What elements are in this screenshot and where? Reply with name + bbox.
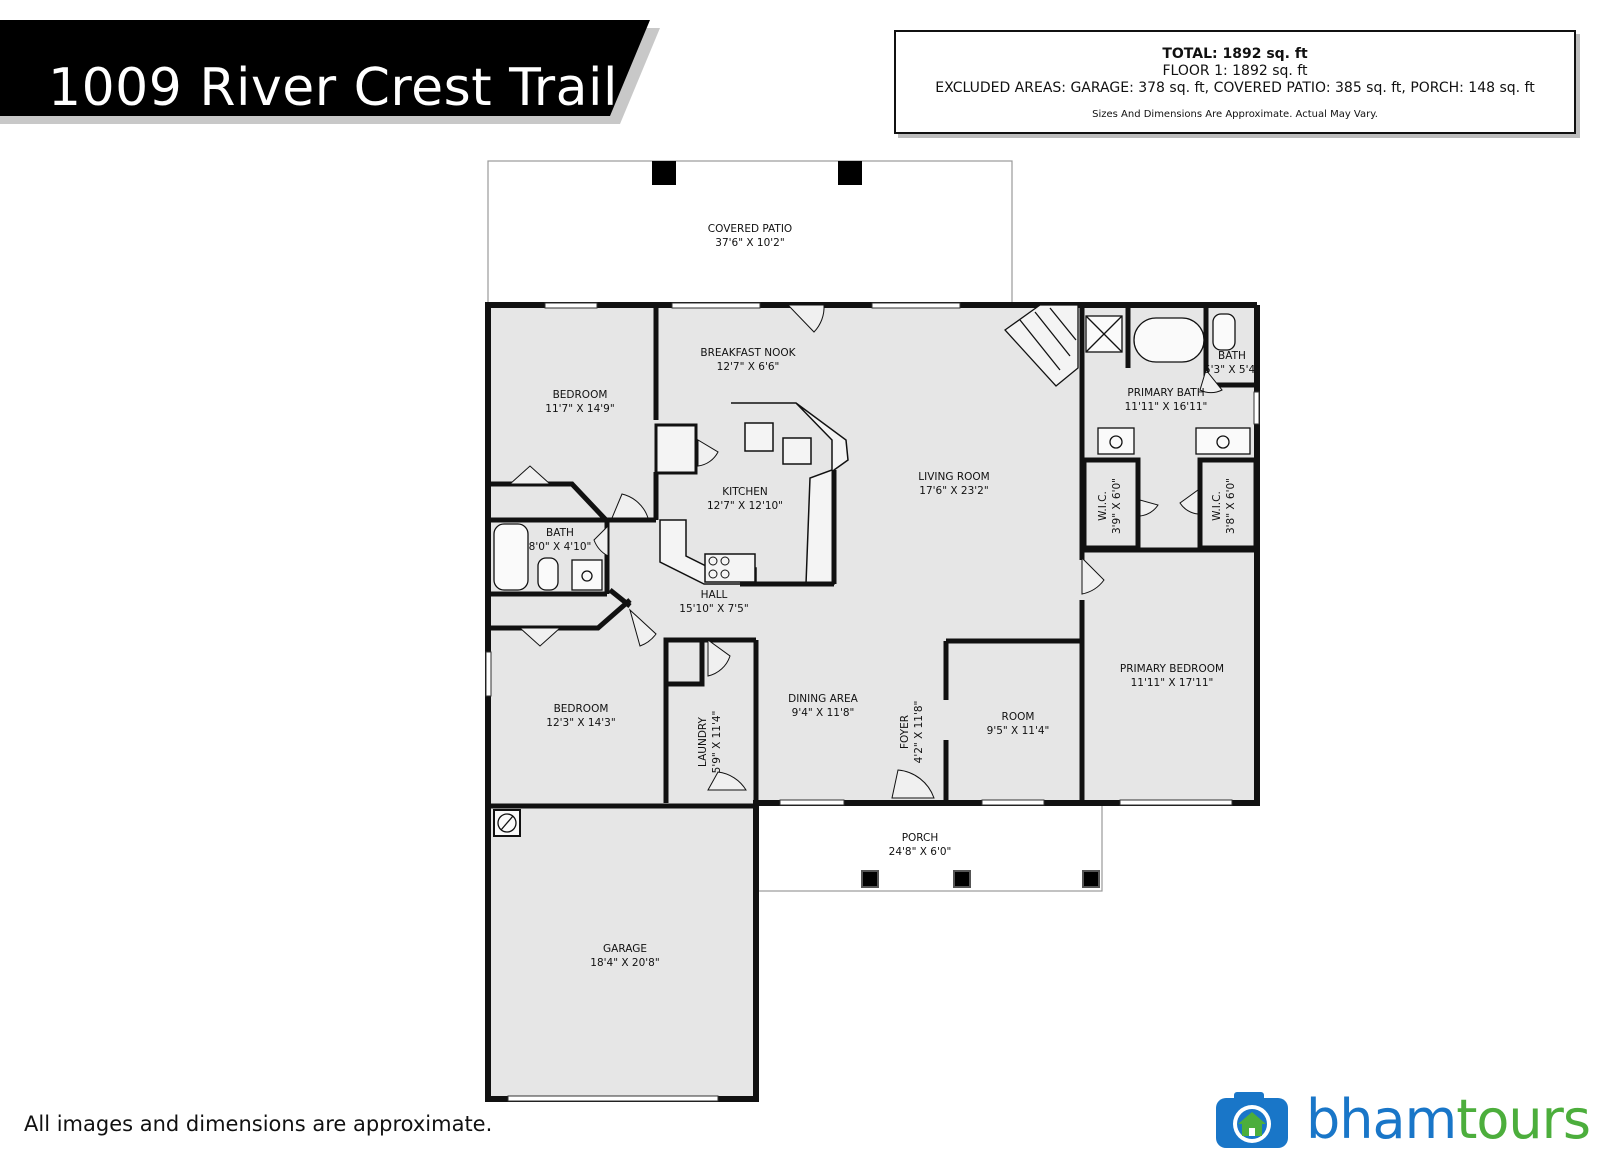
wic-2-label: W.I.C.	[1211, 491, 1223, 521]
bath-wc-label: BATH	[1218, 350, 1246, 362]
logo-wordmark: bhamtours	[1306, 1092, 1591, 1148]
bhamtours-logo: bhamtours	[1212, 1090, 1592, 1150]
living-room-dim: 17'6" X 23'2"	[919, 485, 988, 497]
floor-area: FLOOR 1: 1892 sq. ft	[1162, 63, 1308, 79]
hall-dim: 15'10" X 7'5"	[679, 603, 748, 615]
primary-bedroom-dim: 11'11" X 17'11"	[1131, 677, 1214, 689]
water-heater-icon	[493, 809, 521, 837]
room-dim: 9'5" X 11'4"	[987, 725, 1050, 737]
covered-patio-outline	[487, 160, 1013, 306]
stairs	[1004, 304, 1079, 387]
total-area: TOTAL: 1892 sq. ft	[1162, 46, 1308, 62]
logo-text-tours: tours	[1456, 1088, 1591, 1151]
area-disclaimer: Sizes And Dimensions Are Approximate. Ac…	[1092, 109, 1378, 120]
title-banner: 1009 River Crest Trail	[0, 20, 680, 124]
porch-label: PORCH	[902, 832, 939, 844]
dining-area-dim: 9'4" X 11'8"	[792, 707, 855, 719]
door-swings	[508, 304, 1223, 799]
page-title: 1009 River Crest Trail	[48, 58, 618, 118]
logo-text-bham: bham	[1306, 1088, 1457, 1151]
kitchen-label: KITCHEN	[722, 486, 768, 498]
bath-hall-dim: 8'0" X 4'10"	[529, 541, 592, 553]
windows	[485, 302, 1260, 1102]
foyer-dim: 4'2" X 11'8"	[913, 701, 925, 764]
porch-post	[1082, 870, 1100, 888]
wic-1-label: W.I.C.	[1097, 491, 1109, 521]
laundry-label: LAUNDRY	[697, 716, 709, 767]
primary-bath-label: PRIMARY BATH	[1127, 387, 1204, 399]
room-labels: COVERED PATIO 37'6" X 10'2" BREAKFAST NO…	[529, 223, 1260, 969]
primary-bedroom-label: PRIMARY BEDROOM	[1120, 663, 1224, 675]
wic-1-dim: 3'9" X 6'0"	[1111, 478, 1123, 534]
porch-outline	[756, 802, 1103, 892]
foyer-label: FOYER	[899, 715, 911, 749]
title-banner-shape	[0, 20, 660, 124]
living-room-label: LIVING ROOM	[918, 471, 989, 483]
garage-dim: 18'4" X 20'8"	[590, 957, 659, 969]
bath-wc-dim: 5'3" X 5'4"	[1204, 364, 1260, 376]
house-floor	[488, 305, 1257, 803]
room-label: ROOM	[1002, 711, 1035, 723]
bedroom-1-label: BEDROOM	[553, 389, 608, 401]
footer-disclaimer: All images and dimensions are approximat…	[24, 1112, 493, 1136]
patio-post	[838, 161, 862, 185]
wic-2-dim: 3'8" X 6'0"	[1225, 478, 1237, 534]
porch-post	[861, 870, 879, 888]
patio-post	[652, 161, 676, 185]
bedroom-2-dim: 12'3" X 14'3"	[546, 717, 615, 729]
laundry-dim: 5'9" X 11'4"	[711, 711, 723, 774]
porch-post	[953, 870, 971, 888]
covered-patio-label: COVERED PATIO	[708, 223, 792, 235]
breakfast-nook-label: BREAKFAST NOOK	[700, 347, 796, 359]
garage-floor	[488, 803, 756, 1099]
hall-label: HALL	[701, 589, 728, 601]
primary-bath-dim: 11'11" X 16'11"	[1125, 401, 1208, 413]
bath-hall-label: BATH	[546, 527, 574, 539]
pantry	[654, 423, 698, 475]
bath-fixtures	[493, 313, 1251, 591]
bedroom-2-label: BEDROOM	[554, 703, 609, 715]
bedroom-1-dim: 11'7" X 14'9"	[545, 403, 614, 415]
porch-dim: 24'8" X 6'0"	[889, 846, 952, 858]
camera-house-icon	[1216, 1092, 1288, 1148]
kitchen-dim: 12'7" X 12'10"	[707, 500, 783, 512]
area-summary: TOTAL: 1892 sq. ft FLOOR 1: 1892 sq. ft …	[894, 30, 1576, 134]
garage-label: GARAGE	[603, 943, 647, 955]
outer-walls	[485, 302, 1260, 1102]
breakfast-nook-dim: 12'7" X 6'6"	[717, 361, 780, 373]
covered-patio-dim: 37'6" X 10'2"	[715, 237, 784, 249]
stove-burners	[708, 556, 730, 579]
dining-area-label: DINING AREA	[788, 693, 859, 705]
excluded-areas: EXCLUDED AREAS: GARAGE: 378 sq. ft, COVE…	[935, 80, 1535, 96]
